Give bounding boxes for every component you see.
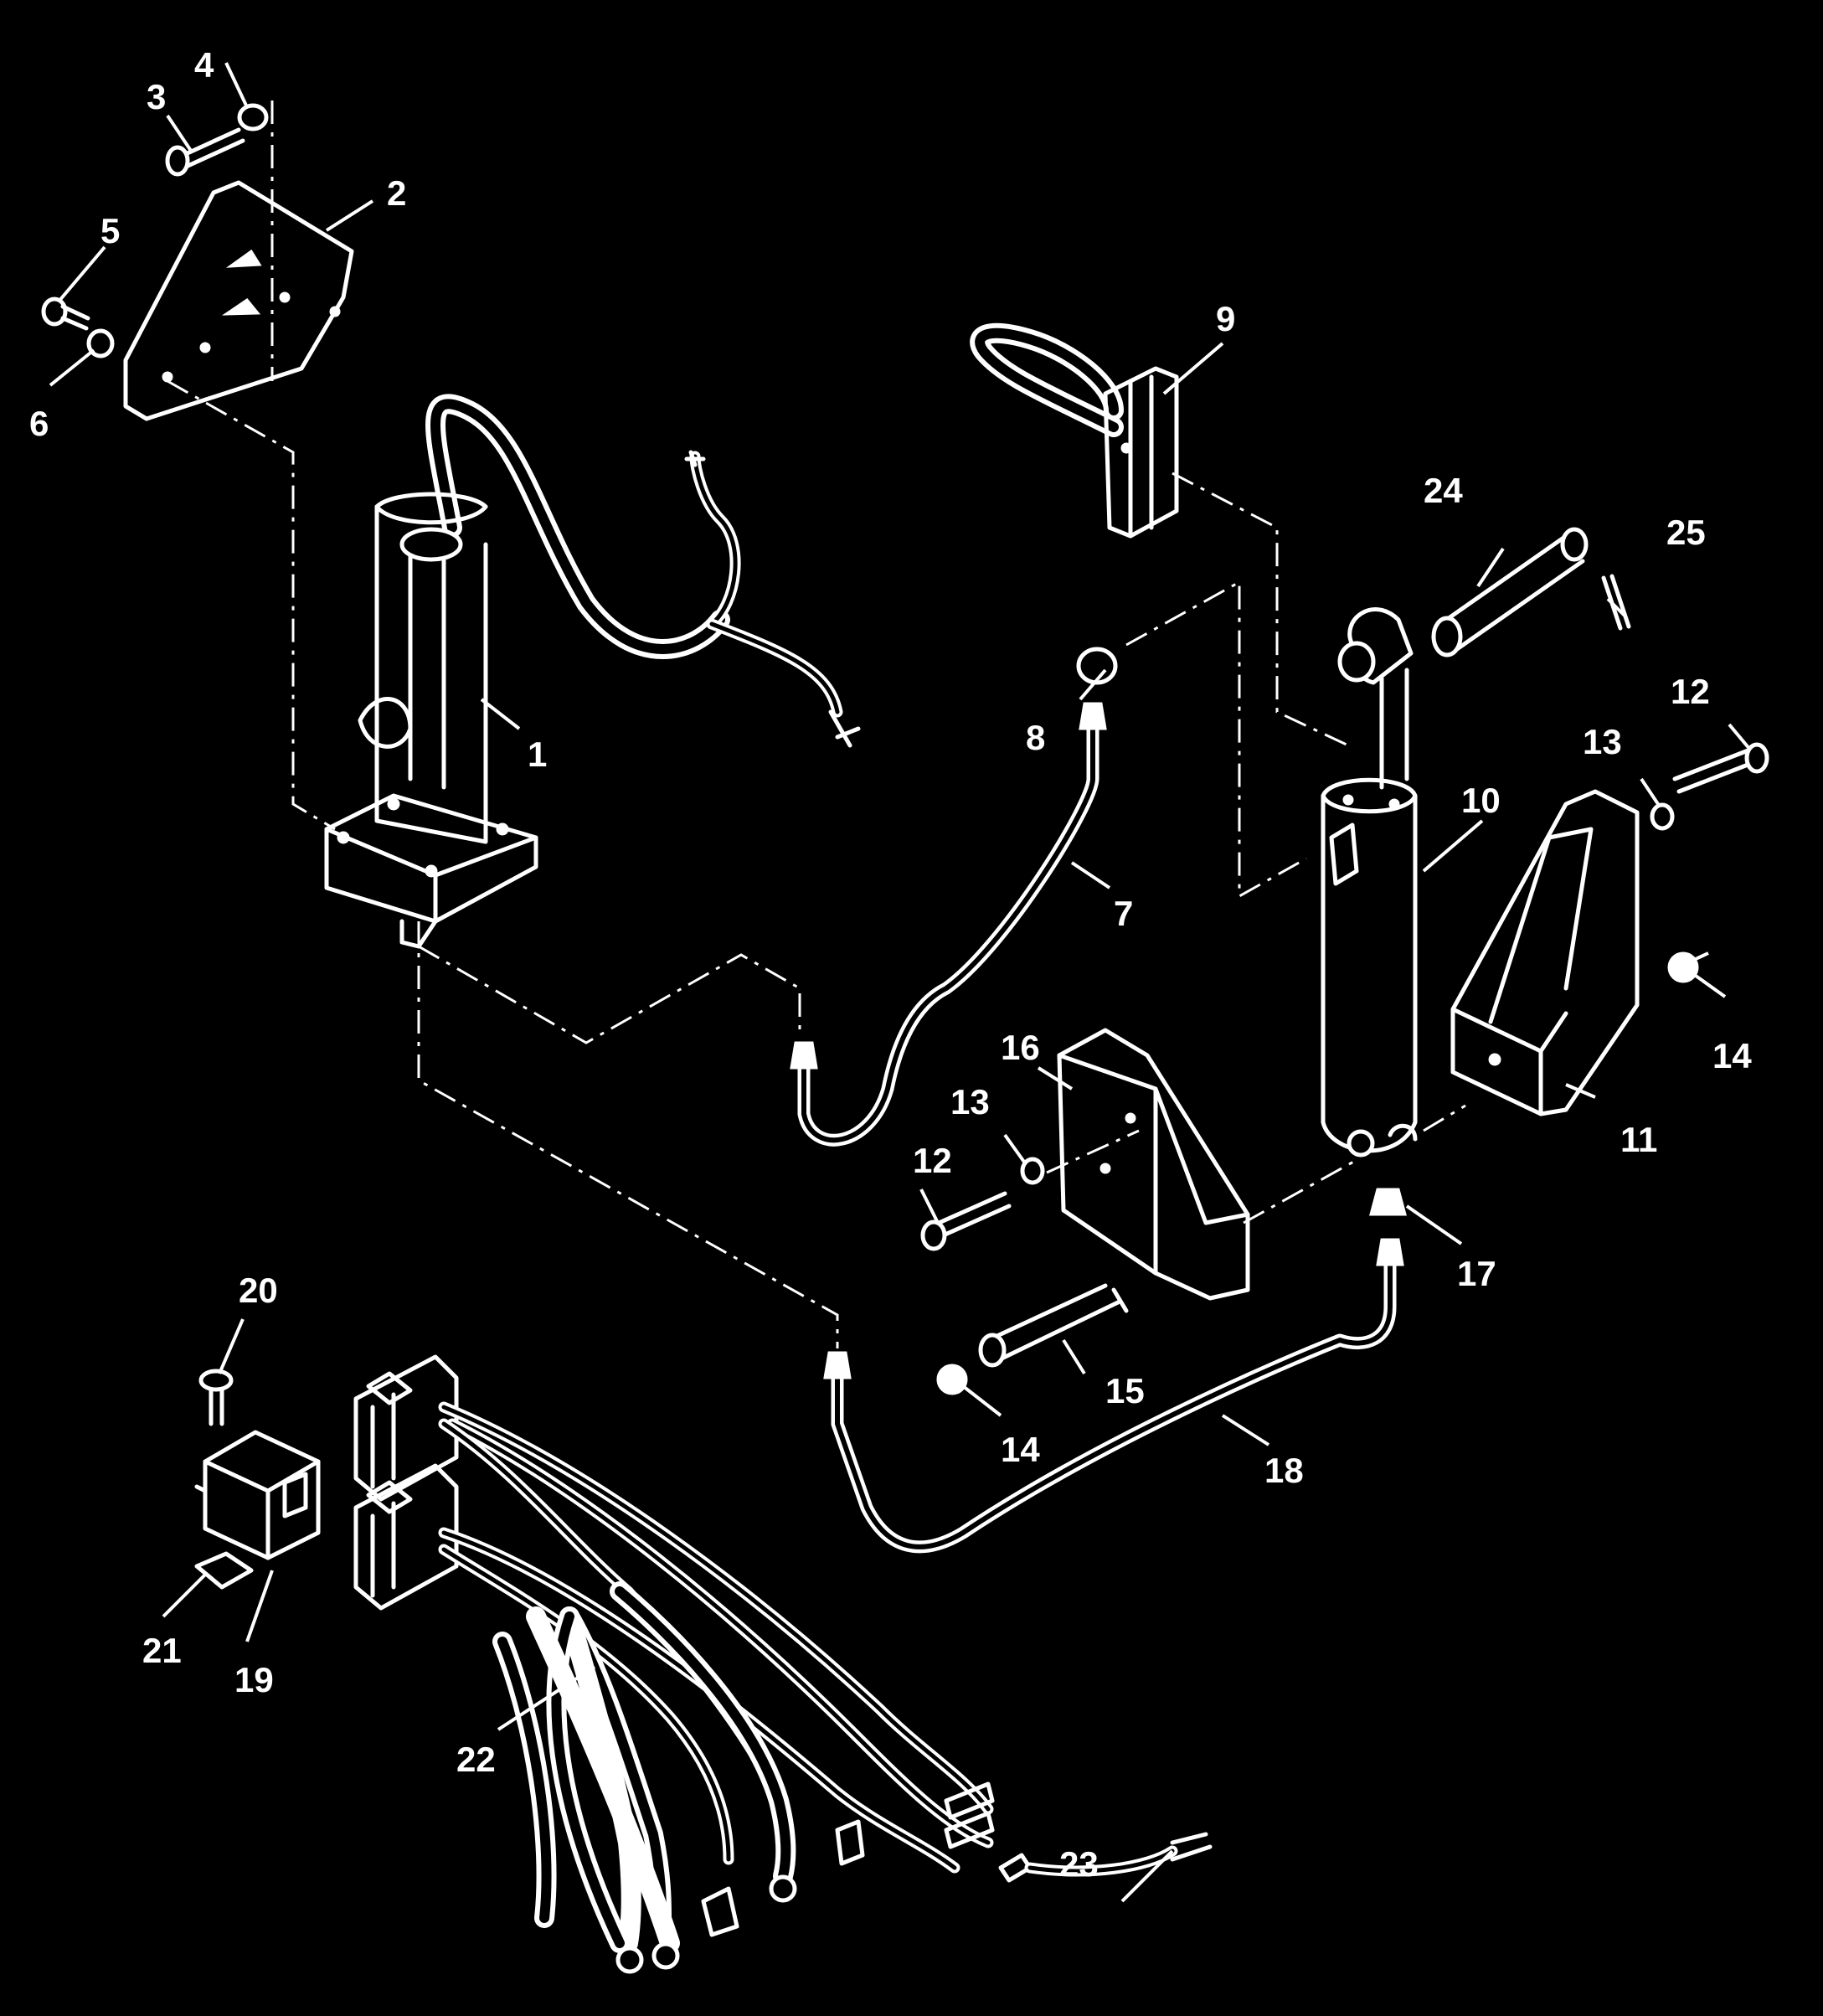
part-13-washer-left xyxy=(1020,1157,1045,1185)
callout-12-left: 12 xyxy=(913,1141,952,1180)
part-7-hydraulic-line xyxy=(790,702,1107,1147)
callout-23: 23 xyxy=(1059,1844,1099,1884)
part-23-plug-lead xyxy=(998,1832,1213,1883)
part-12-bolt-right xyxy=(1672,742,1769,794)
callout-17: 17 xyxy=(1457,1254,1496,1293)
part-17-fitting xyxy=(1369,1188,1407,1216)
part-1-pump-motor xyxy=(324,394,861,949)
callout-15: 15 xyxy=(1105,1371,1145,1410)
leader-lines xyxy=(49,62,1752,1903)
callout-25: 25 xyxy=(1666,513,1706,552)
part-24-pivot-pin xyxy=(1431,527,1589,657)
part-3-bolt xyxy=(165,127,245,177)
assembly-guide-lines xyxy=(167,101,1466,1348)
callout-18: 18 xyxy=(1264,1451,1304,1490)
part-12-bolt-left xyxy=(920,1191,1012,1251)
callout-4: 4 xyxy=(194,45,214,85)
part-10-trim-cylinder xyxy=(1321,607,1418,1158)
part-19-relay xyxy=(194,1430,321,1560)
part-13-washer-right xyxy=(1650,802,1675,831)
part-8-fitting xyxy=(1076,647,1118,685)
part-4-nut xyxy=(237,103,269,131)
callout-8: 8 xyxy=(1026,718,1045,757)
part-14-nut-right xyxy=(1667,951,1709,983)
part-25-cotter-pin xyxy=(1601,574,1631,631)
callout-9: 9 xyxy=(1216,299,1235,338)
part-2-mounting-bracket xyxy=(123,180,354,421)
part-9-hose-guide xyxy=(970,322,1179,539)
part-5-screw xyxy=(41,296,90,331)
part-18-hydraulic-line xyxy=(823,1238,1404,1554)
part-15-pivot-pin xyxy=(978,1283,1129,1368)
callout-24: 24 xyxy=(1424,471,1463,510)
part-6-washer xyxy=(86,328,115,358)
part-16-left-bracket xyxy=(1057,1028,1250,1301)
callout-1: 1 xyxy=(528,735,547,774)
callout-13-right: 13 xyxy=(1583,722,1622,761)
callout-20: 20 xyxy=(239,1271,278,1310)
callout-10: 10 xyxy=(1461,781,1501,820)
part-14-nut-left xyxy=(936,1364,968,1395)
callout-14-left: 14 xyxy=(1001,1430,1040,1469)
callout-6: 6 xyxy=(29,404,49,443)
callout-19: 19 xyxy=(234,1660,274,1699)
part-11-right-bracket xyxy=(1450,789,1640,1116)
callout-labels: 2 3 4 5 6 1 9 8 7 24 25 10 12 13 14 11 1… xyxy=(29,45,1752,1884)
callout-3: 3 xyxy=(147,77,166,116)
part-22-wiring-harness xyxy=(353,1354,995,1974)
callout-16: 16 xyxy=(1001,1028,1040,1067)
callout-12-right: 12 xyxy=(1671,672,1710,711)
callout-7: 7 xyxy=(1114,894,1133,933)
callout-13-left: 13 xyxy=(950,1082,990,1121)
part-20-screw xyxy=(198,1369,234,1426)
callout-2: 2 xyxy=(387,173,406,213)
callout-5: 5 xyxy=(100,211,120,250)
callout-14-right: 14 xyxy=(1712,1036,1752,1075)
callout-22: 22 xyxy=(456,1740,496,1779)
callout-11: 11 xyxy=(1620,1120,1657,1159)
callout-21: 21 xyxy=(142,1631,182,1670)
part-21-clip xyxy=(194,1551,254,1590)
